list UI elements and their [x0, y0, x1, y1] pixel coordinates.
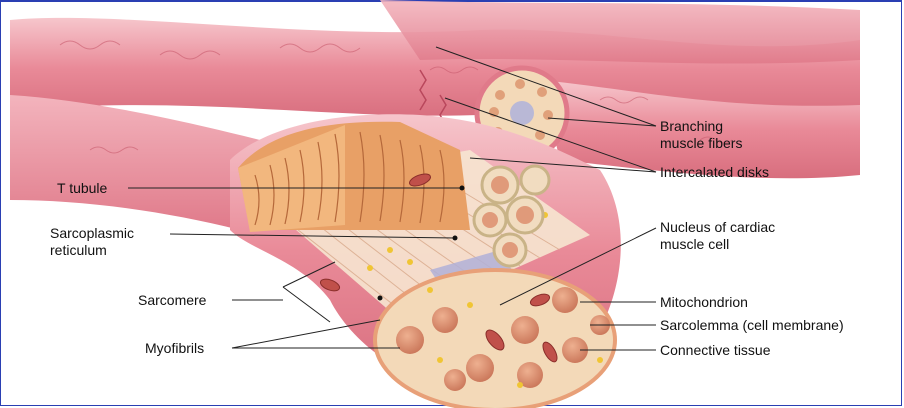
label-branching-2: muscle fibers — [660, 135, 742, 151]
label-t-tubule: T tubule — [57, 180, 108, 196]
label-mitochondrion: Mitochondrion — [660, 294, 748, 310]
label-nucleus-2: muscle cell — [660, 236, 729, 252]
label-sarcolemma: Sarcolemma (cell membrane) — [660, 317, 844, 333]
label-myofibrils: Myofibrils — [145, 340, 204, 356]
main-fiber — [230, 114, 621, 408]
label-branching-1: Branching — [660, 118, 723, 134]
label-nucleus-1: Nucleus of cardiac — [660, 219, 775, 235]
label-sarcoplasmic-2: reticulum — [50, 242, 107, 258]
leader-sarcomere-bracket-bottom — [283, 287, 330, 322]
label-sarcomere: Sarcomere — [138, 292, 207, 308]
label-sarcoplasmic-1: Sarcoplasmic — [50, 225, 134, 241]
label-connective-tissue: Connective tissue — [660, 342, 771, 358]
label-intercalated-disks: Intercalated disks — [660, 164, 769, 180]
